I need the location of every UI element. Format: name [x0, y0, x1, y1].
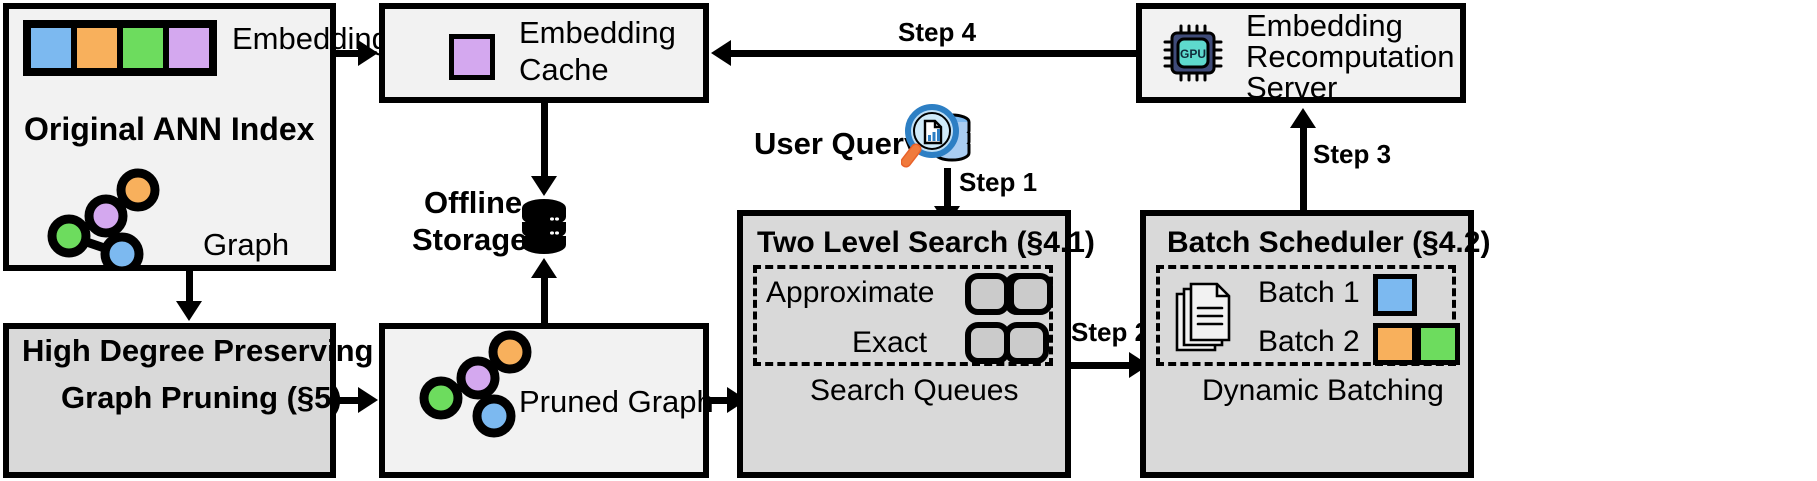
query-search-database-icon — [901, 104, 971, 168]
embedding-vector-strip — [23, 20, 217, 76]
arrowhead-pruning-to-prunedgraph — [358, 387, 378, 413]
recomputation-server-line2: Recomputation — [1246, 39, 1455, 74]
recomputation-server-line3: Server — [1246, 70, 1338, 105]
approximate-label: Approximate — [766, 276, 935, 309]
embedding-cache-title-line1: Embedding — [519, 15, 676, 50]
embedding-cell-green — [120, 25, 166, 71]
offline-storage-label-line1: Offline — [424, 185, 523, 220]
embedding-cache-title-line2: Cache — [519, 52, 609, 87]
batch-scheduler-title: Batch Scheduler (§4.2) — [1167, 226, 1491, 259]
batch-1-label: Batch 1 — [1258, 276, 1360, 309]
batch-2-item-orange — [1373, 323, 1417, 365]
gpu-chip-text: GPU — [1180, 47, 1206, 61]
exact-queue-slot-2[interactable] — [1004, 322, 1049, 364]
approximate-queue-slot-1[interactable] — [965, 273, 1010, 315]
connector-step2 — [1071, 362, 1133, 369]
database-cylinder-icon — [522, 199, 566, 254]
box-graph-pruning — [3, 323, 336, 478]
arrowhead-prunedgraph-to-storage — [531, 258, 557, 278]
graph-label: Graph — [203, 227, 290, 262]
connector-prunedgraph-to-storage — [541, 278, 548, 324]
step1-label: Step 1 — [959, 167, 1038, 197]
step3-label: Step 3 — [1313, 139, 1392, 169]
pruned-graph-icon — [419, 330, 532, 438]
connector-prunedgraph-to-search — [709, 397, 731, 404]
search-queues-caption: Search Queues — [810, 374, 1019, 407]
step4-label: Step 4 — [898, 17, 977, 47]
documents-stack-icon — [1175, 282, 1231, 352]
step2-label: Step 2 — [1071, 317, 1150, 347]
batch-1-item-blue — [1373, 274, 1417, 316]
embedding-cell-blue — [28, 25, 74, 71]
connector-step3 — [1300, 128, 1307, 210]
graph-pruning-title-line2: Graph Pruning (§5) — [61, 380, 342, 415]
dynamic-batching-caption: Dynamic Batching — [1202, 374, 1444, 407]
graph-pruning-title-line1: High Degree Preserving — [22, 333, 374, 368]
batch-2-item-green — [1416, 323, 1460, 365]
connector-index-to-pruning — [186, 271, 193, 303]
exact-label: Exact — [852, 326, 928, 359]
embedding-cache-swatch — [449, 34, 495, 80]
arrowhead-step4 — [711, 40, 731, 66]
arrowhead-step3 — [1290, 108, 1316, 128]
ann-index-graph-icon — [47, 168, 160, 268]
embedding-cell-purple — [166, 25, 212, 71]
connector-step1 — [944, 168, 951, 208]
two-level-search-title: Two Level Search (§4.1) — [757, 226, 1095, 259]
arrowhead-index-to-pruning — [176, 301, 202, 321]
arrowhead-cache-to-storage — [531, 176, 557, 196]
search-queues-dashed-region — [753, 265, 1053, 366]
connector-cache-to-storage — [541, 103, 548, 178]
original-ann-index-title: Original ANN Index — [24, 111, 315, 147]
batch-2-label: Batch 2 — [1258, 325, 1360, 358]
approximate-queue-slot-3[interactable] — [1008, 273, 1053, 315]
box-embedding-cache — [379, 3, 709, 103]
gpu-chip-icon: GPU — [1163, 24, 1223, 82]
user-query-label: User Query — [754, 126, 922, 161]
connector-pruning-to-prunedgraph — [336, 397, 362, 404]
arrowhead-index-to-cache — [358, 40, 378, 66]
offline-storage-label-line2: Storage — [412, 222, 528, 257]
connector-index-to-cache — [336, 50, 362, 57]
dynamic-batching-dashed-region — [1156, 265, 1456, 366]
connector-step4 — [731, 50, 1136, 57]
recomputation-server-line1: Embedding — [1246, 8, 1403, 43]
embedding-cell-orange — [74, 25, 120, 71]
pruned-graph-label: Pruned Graph — [519, 384, 714, 419]
